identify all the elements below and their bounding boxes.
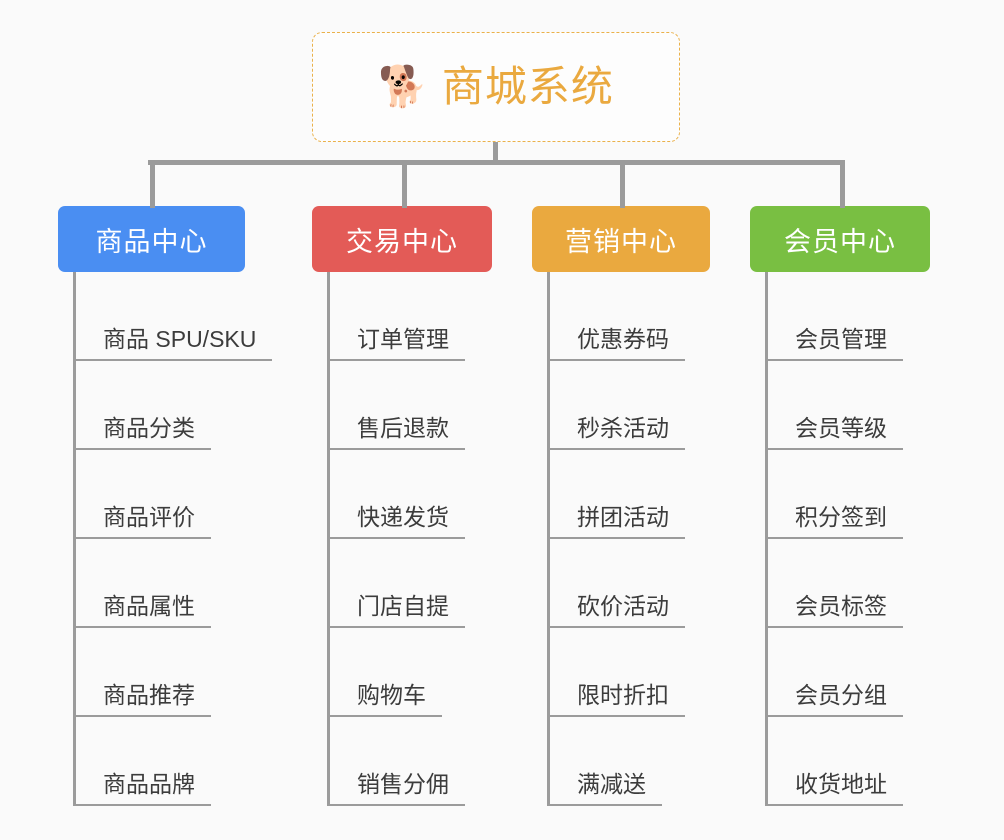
leaf-item[interactable]: 售后退款 — [327, 361, 492, 450]
leaf-list-3: 优惠券码秒杀活动拼团活动砍价活动限时折扣满减送 — [532, 272, 710, 806]
leaf-item[interactable]: 商品分类 — [73, 361, 245, 450]
leaf-item-label: 商品属性 — [76, 593, 211, 628]
category-header-3[interactable]: 营销中心 — [532, 206, 710, 272]
leaf-item[interactable]: 门店自提 — [327, 539, 492, 628]
connector-horizontal-bar — [148, 160, 842, 165]
leaf-item-label: 门店自提 — [330, 593, 465, 628]
leaf-item[interactable]: 会员标签 — [765, 539, 930, 628]
leaf-item[interactable]: 商品品牌 — [73, 717, 245, 806]
leaf-item[interactable]: 收货地址 — [765, 717, 930, 806]
connector-spine-2 — [327, 272, 330, 806]
category-header-label: 交易中心 — [346, 226, 458, 257]
category-header-2[interactable]: 交易中心 — [312, 206, 492, 272]
leaf-item[interactable]: 商品推荐 — [73, 628, 245, 717]
leaf-list-4: 会员管理会员等级积分签到会员标签会员分组收货地址 — [750, 272, 930, 806]
connector-spine-3 — [547, 272, 550, 806]
leaf-item-label: 收货地址 — [768, 771, 903, 806]
leaf-item-label: 商品评价 — [76, 504, 211, 539]
leaf-item[interactable]: 会员分组 — [765, 628, 930, 717]
leaf-item-label: 会员标签 — [768, 593, 903, 628]
leaf-item[interactable]: 商品属性 — [73, 539, 245, 628]
leaf-item[interactable]: 购物车 — [327, 628, 492, 717]
leaf-item-label: 商品 SPU/SKU — [76, 326, 273, 361]
category-header-4[interactable]: 会员中心 — [750, 206, 930, 272]
category-header-label: 会员中心 — [784, 226, 896, 257]
leaf-item-label: 购物车 — [330, 682, 442, 717]
leaf-item[interactable]: 拼团活动 — [547, 450, 710, 539]
root-node-title: 商城系统 — [441, 63, 614, 110]
leaf-item-label: 砍价活动 — [550, 593, 685, 628]
category-column-1: 商品中心商品 SPU/SKU 商品分类商品评价商品属性商品推荐商品品牌 — [58, 206, 273, 806]
leaf-list-2: 订单管理售后退款快递发货门店自提购物车销售分佣 — [312, 272, 492, 806]
leaf-item[interactable]: 销售分佣 — [327, 717, 492, 806]
leaf-item-label: 会员管理 — [768, 326, 903, 361]
connector-drop-1 — [150, 160, 155, 208]
leaf-item-label: 快递发货 — [330, 504, 465, 539]
leaf-item-label: 优惠券码 — [550, 326, 685, 361]
connector-drop-4 — [840, 160, 845, 208]
leaf-item[interactable]: 限时折扣 — [547, 628, 710, 717]
leaf-item-label: 限时折扣 — [550, 682, 685, 717]
leaf-list-1: 商品 SPU/SKU 商品分类商品评价商品属性商品推荐商品品牌 — [58, 272, 273, 806]
root-node-shop-system[interactable]: 🐕 商城系统 — [312, 32, 680, 142]
leaf-item-label: 商品推荐 — [76, 682, 211, 717]
leaf-item-label: 商品品牌 — [76, 771, 211, 806]
shiba-dog-face-icon: 🐕 — [378, 65, 428, 109]
leaf-item[interactable]: 优惠券码 — [547, 272, 710, 361]
leaf-item[interactable]: 会员等级 — [765, 361, 930, 450]
category-header-1[interactable]: 商品中心 — [58, 206, 245, 272]
leaf-item[interactable]: 订单管理 — [327, 272, 492, 361]
leaf-item-label: 会员分组 — [768, 682, 903, 717]
leaf-item-label: 订单管理 — [330, 326, 465, 361]
leaf-item[interactable]: 商品评价 — [73, 450, 245, 539]
leaf-item-label: 商品分类 — [76, 415, 211, 450]
category-column-4: 会员中心会员管理会员等级积分签到会员标签会员分组收货地址 — [750, 206, 930, 806]
leaf-item-label: 满减送 — [550, 771, 662, 806]
category-header-label: 商品中心 — [95, 226, 208, 257]
leaf-item[interactable]: 砍价活动 — [547, 539, 710, 628]
leaf-item-label: 销售分佣 — [330, 771, 465, 806]
leaf-item-label: 拼团活动 — [550, 504, 685, 539]
leaf-item[interactable]: 会员管理 — [765, 272, 930, 361]
leaf-item[interactable]: 秒杀活动 — [547, 361, 710, 450]
leaf-item-label: 会员等级 — [768, 415, 903, 450]
leaf-item[interactable]: 积分签到 — [765, 450, 930, 539]
connector-spine-4 — [765, 272, 768, 806]
leaf-item-label: 积分签到 — [768, 504, 903, 539]
leaf-item[interactable]: 快递发货 — [327, 450, 492, 539]
category-column-3: 营销中心优惠券码秒杀活动拼团活动砍价活动限时折扣满减送 — [532, 206, 710, 806]
connector-trunk — [493, 142, 498, 164]
category-header-label: 营销中心 — [565, 226, 677, 257]
leaf-item-label: 秒杀活动 — [550, 415, 685, 450]
connector-drop-3 — [620, 160, 625, 208]
connector-spine-1 — [73, 272, 76, 806]
leaf-item-label: 售后退款 — [330, 415, 465, 450]
leaf-item[interactable]: 商品 SPU/SKU — [73, 272, 273, 361]
connector-drop-2 — [402, 160, 407, 208]
category-column-2: 交易中心订单管理售后退款快递发货门店自提购物车销售分佣 — [312, 206, 492, 806]
leaf-item[interactable]: 满减送 — [547, 717, 710, 806]
